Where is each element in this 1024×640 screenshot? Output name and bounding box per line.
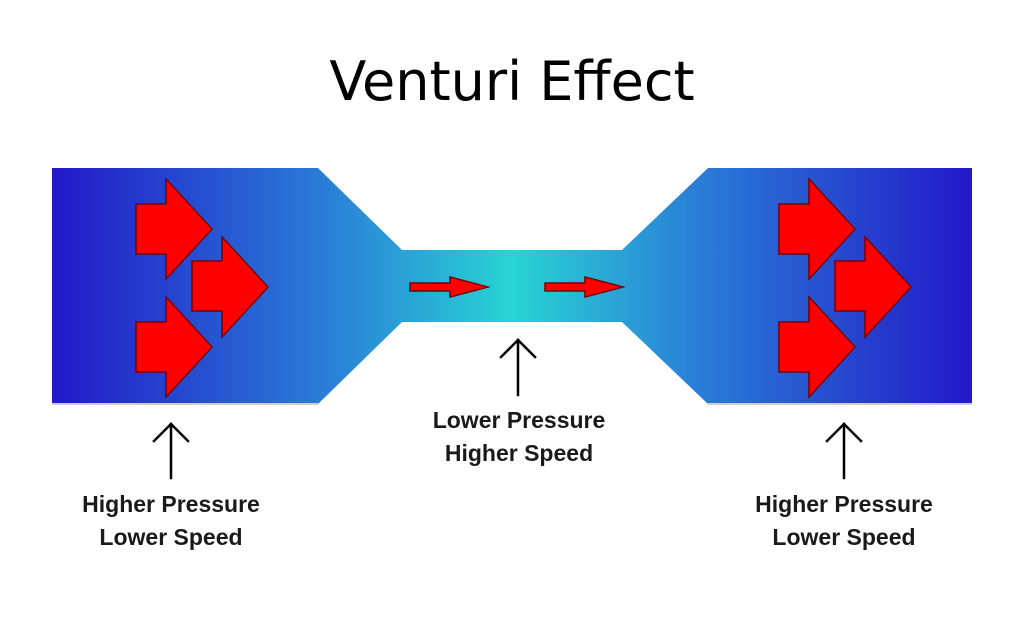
flow-arrow-icon xyxy=(191,235,270,339)
label-throat-speed: Higher Speed xyxy=(444,440,594,466)
flow-arrow-icon xyxy=(135,177,214,281)
label-inlet-pressure: Higher Pressure xyxy=(82,491,260,517)
label-outlet-pressure: Higher Pressure xyxy=(755,491,933,517)
label-inlet: Higher Pressure Lower Speed xyxy=(40,488,302,554)
flow-arrow-icon xyxy=(778,177,857,281)
venturi-pipe xyxy=(52,168,972,404)
diagram-title: Venturi Effect xyxy=(329,50,695,113)
label-throat: Lower Pressure Higher Speed xyxy=(388,404,650,470)
flow-arrow-icon xyxy=(834,235,913,339)
up-arrow-icon xyxy=(152,422,190,480)
flow-arrow-icon xyxy=(778,295,857,399)
up-arrow-icon xyxy=(499,338,537,397)
label-throat-pressure: Lower Pressure xyxy=(432,407,606,433)
label-outlet: Higher Pressure Lower Speed xyxy=(713,488,975,554)
flow-arrow-icon xyxy=(135,295,214,399)
flow-arrow-small-icon xyxy=(409,276,491,298)
up-arrow-icon xyxy=(825,422,863,480)
label-outlet-speed: Lower Speed xyxy=(772,524,916,550)
flow-arrow-small-icon xyxy=(544,276,626,298)
label-inlet-speed: Lower Speed xyxy=(99,524,243,550)
